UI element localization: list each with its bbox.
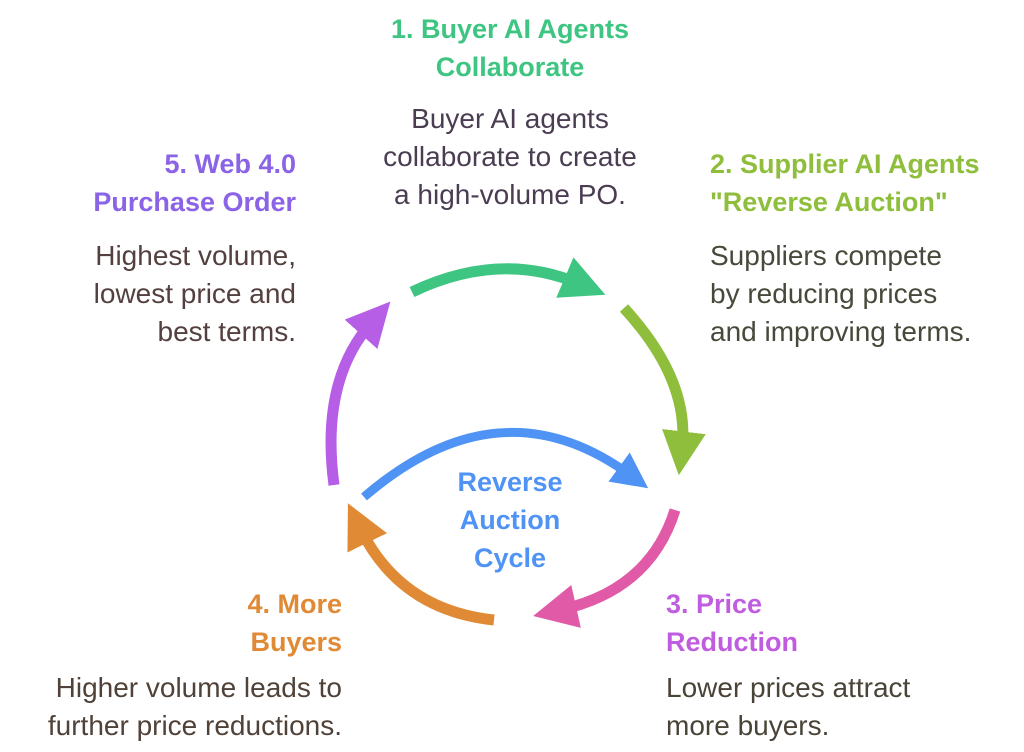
arrow-step-5 [325,301,391,486]
step-4-title: 4. More Buyers [247,589,342,657]
arrow-step-2 [619,304,706,476]
center-label: Reverse Auction Cycle [457,467,563,573]
arrow-step-3 [533,508,681,628]
step-2-title: 2. Supplier AI Agents "Reverse Auction" [710,149,980,217]
step-4-description: Higher volume leads to further price red… [47,672,342,741]
step-2: 2. Supplier AI Agents "Reverse Auction" … [710,145,1020,351]
arrow-step-1 [409,257,606,298]
step-1: 1. Buyer AI Agents Collaborate Buyer AI … [340,10,680,214]
arrow-step-4 [347,503,495,626]
step-2-description: Suppliers compete by reducing prices and… [710,240,972,347]
step-3-description: Lower prices attract more buyers. [666,672,911,741]
step-5-description: Highest volume, lowest price and best te… [93,240,296,347]
step-5: 5. Web 4.0 Purchase Order Highest volume… [20,145,296,351]
arrow-center [361,427,649,501]
step-3: 3. Price Reduction Lower prices attract … [666,585,1006,745]
step-3-title: 3. Price Reduction [666,589,798,657]
step-1-description: Buyer AI agents collaborate to create a … [383,103,637,210]
step-5-title: 5. Web 4.0 Purchase Order [93,149,296,217]
step-1-title: 1. Buyer AI Agents Collaborate [390,14,630,82]
step-4: 4. More Buyers Higher volume leads to fu… [0,585,342,745]
